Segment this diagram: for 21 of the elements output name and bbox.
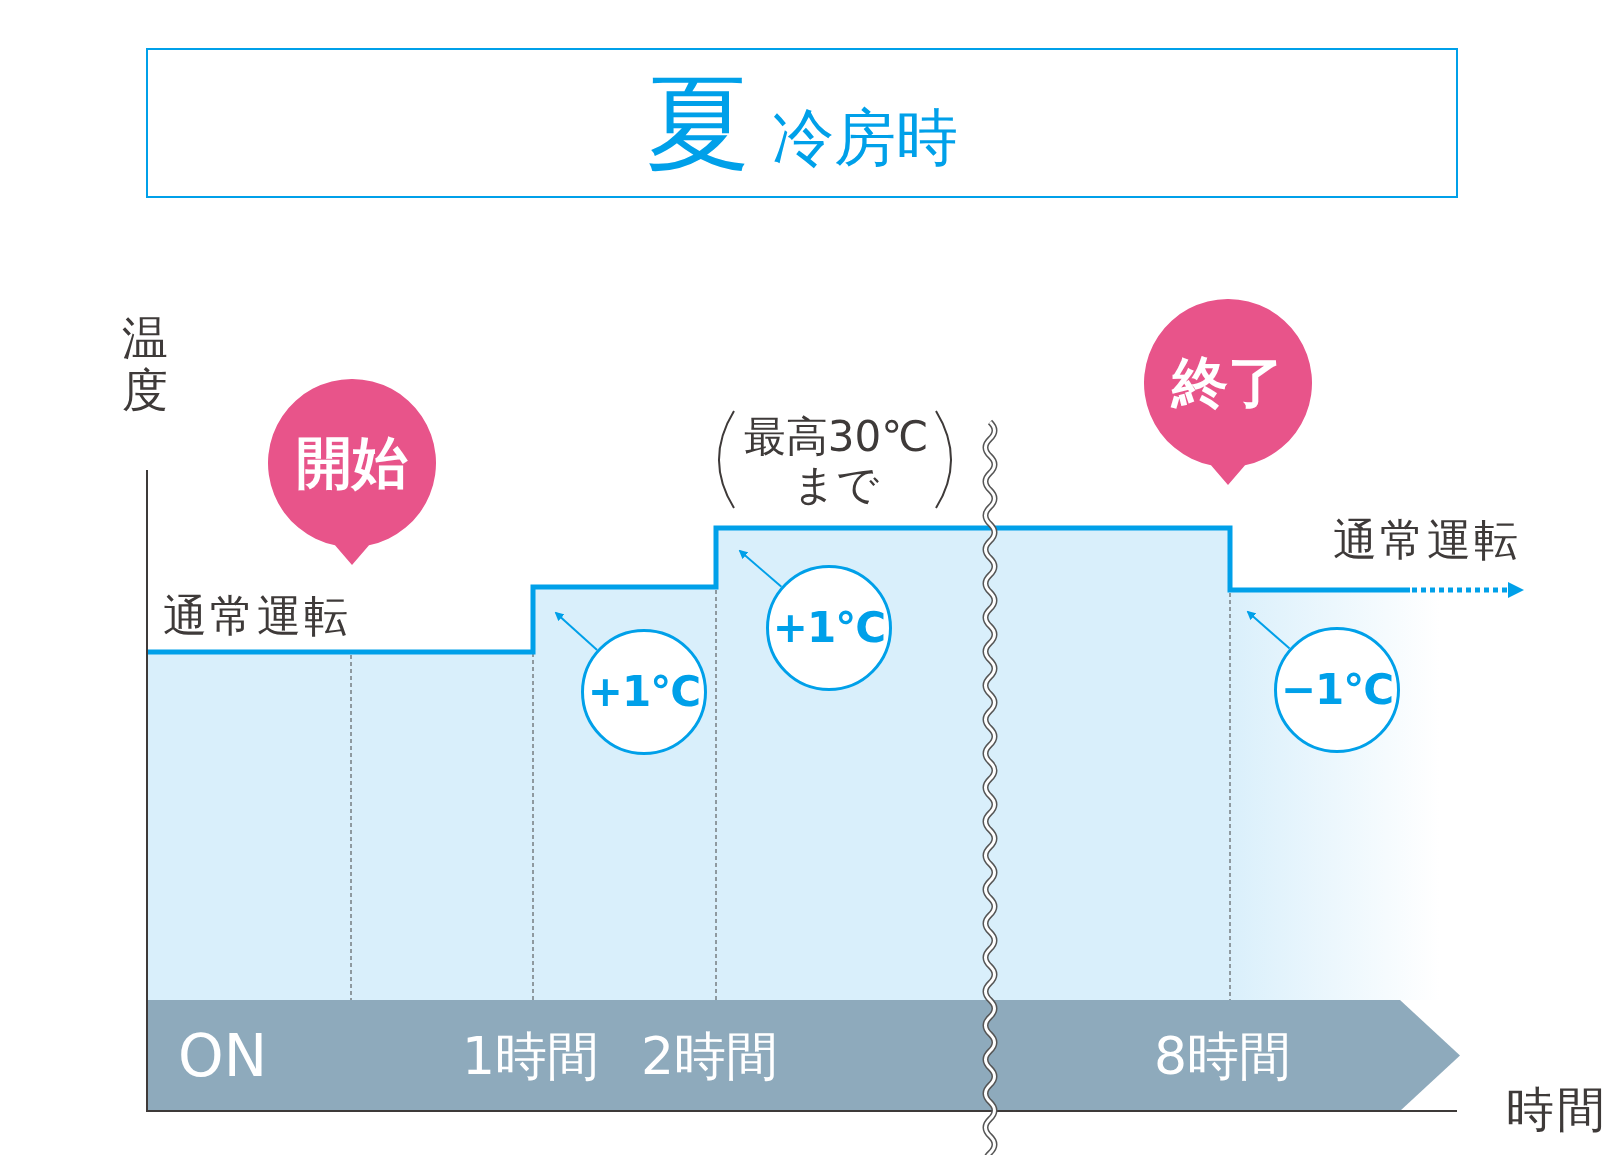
time-label: 2時間 xyxy=(641,1024,779,1088)
value-label: −1℃ xyxy=(1280,669,1394,711)
axis-label: 温度 xyxy=(122,312,169,416)
bubble-label: 終了 xyxy=(1170,351,1285,415)
time-label: 8時間 xyxy=(1154,1024,1292,1088)
season-heading: 夏 xyxy=(646,64,750,184)
time-label: ON xyxy=(178,1023,268,1088)
note-text: 最高30℃まで xyxy=(743,413,929,509)
mode-heading: 冷房時 xyxy=(772,102,958,174)
leader-arrow xyxy=(738,549,783,588)
status-label: 通常運転 xyxy=(163,592,351,641)
time-arrow-band xyxy=(147,1000,1460,1111)
axis-label: 時間 xyxy=(1506,1083,1608,1136)
value-label: +1℃ xyxy=(587,671,701,713)
time-label: 1時間 xyxy=(462,1024,600,1088)
leader-arrow xyxy=(1246,610,1291,650)
title-box xyxy=(146,48,1458,198)
leader-arrow xyxy=(554,611,599,651)
value-label: +1℃ xyxy=(772,607,886,649)
status-label: 通常運転 xyxy=(1333,516,1521,565)
bubble-label: 開始 xyxy=(295,431,409,495)
